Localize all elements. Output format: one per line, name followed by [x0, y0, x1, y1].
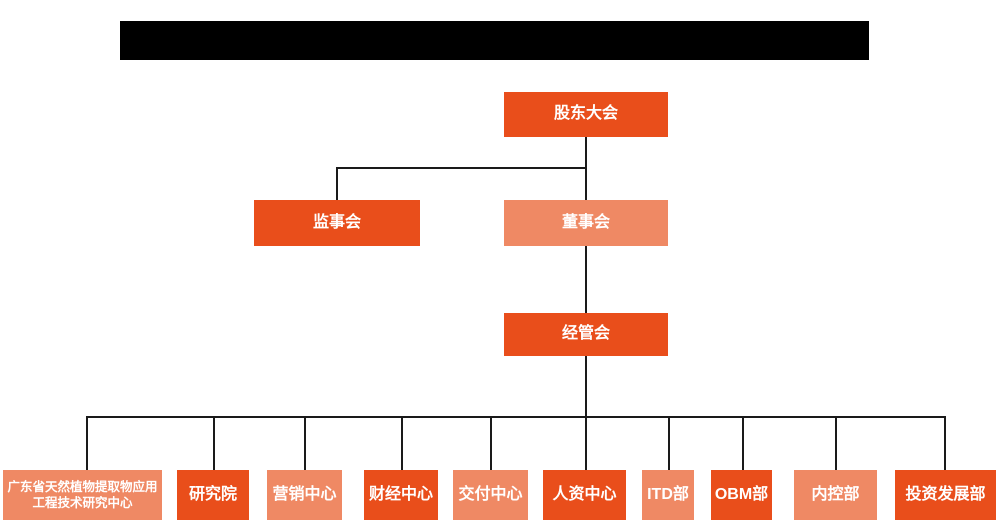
node-label: 董事会 [561, 213, 610, 231]
dept-guangdong-research-center: 广东省天然植物提取物应用工程技术研究中心 [3, 470, 162, 520]
dept-finance-center: 财经中心 [364, 470, 438, 520]
node-label: 经管会 [561, 325, 610, 343]
node-supervisory-board: 监事会 [254, 200, 420, 246]
connector-drop-supervisory [336, 167, 338, 200]
dept-delivery-center: 交付中心 [453, 470, 528, 520]
connector-drop-dept-10 [944, 416, 946, 470]
node-label: 广东省天然植物提取物应用工程技术研究中心 [7, 479, 158, 510]
node-board-of-directors: 董事会 [504, 200, 668, 246]
redacted-title-bar [120, 21, 869, 60]
connector-drop-dept-7 [668, 416, 670, 470]
connector-drop-board [585, 167, 587, 200]
connector-drop-dept-5 [490, 416, 492, 470]
connector-drop-dept-4 [401, 416, 403, 470]
dept-internal-control: 内控部 [794, 470, 877, 520]
node-label: 营销中心 [272, 485, 337, 503]
node-label: 监事会 [312, 213, 361, 231]
dept-investment-development: 投资发展部 [895, 470, 996, 520]
node-label: 研究院 [188, 485, 237, 503]
dept-itd: ITD部 [642, 470, 694, 520]
connector-board-management [585, 246, 587, 313]
dept-marketing-center: 营销中心 [267, 470, 342, 520]
node-label: OBM部 [714, 485, 769, 503]
connector-branch-horizontal [336, 167, 587, 169]
connector-drop-dept-3 [304, 416, 306, 470]
connector-drop-dept-6 [585, 416, 587, 470]
node-label: 人资中心 [552, 485, 617, 503]
node-label: 交付中心 [458, 485, 523, 503]
dept-hr-center: 人资中心 [543, 470, 626, 520]
node-management-committee: 经管会 [504, 313, 668, 356]
connector-drop-dept-8 [742, 416, 744, 470]
node-label: ITD部 [647, 485, 689, 503]
node-shareholders-meeting: 股东大会 [504, 92, 668, 137]
connector-drop-dept-2 [213, 416, 215, 470]
connector-drop-dept-1 [86, 416, 88, 470]
node-label: 股东大会 [553, 105, 618, 123]
dept-research-institute: 研究院 [177, 470, 249, 520]
connector-root-stem [585, 137, 587, 169]
connector-distribution-horizontal [86, 416, 946, 418]
connector-drop-dept-9 [835, 416, 837, 470]
node-label: 财经中心 [368, 485, 433, 503]
node-label: 内控部 [811, 485, 860, 503]
dept-obm: OBM部 [711, 470, 772, 520]
connector-management-stem [585, 356, 587, 417]
node-label: 投资发展部 [905, 485, 986, 503]
